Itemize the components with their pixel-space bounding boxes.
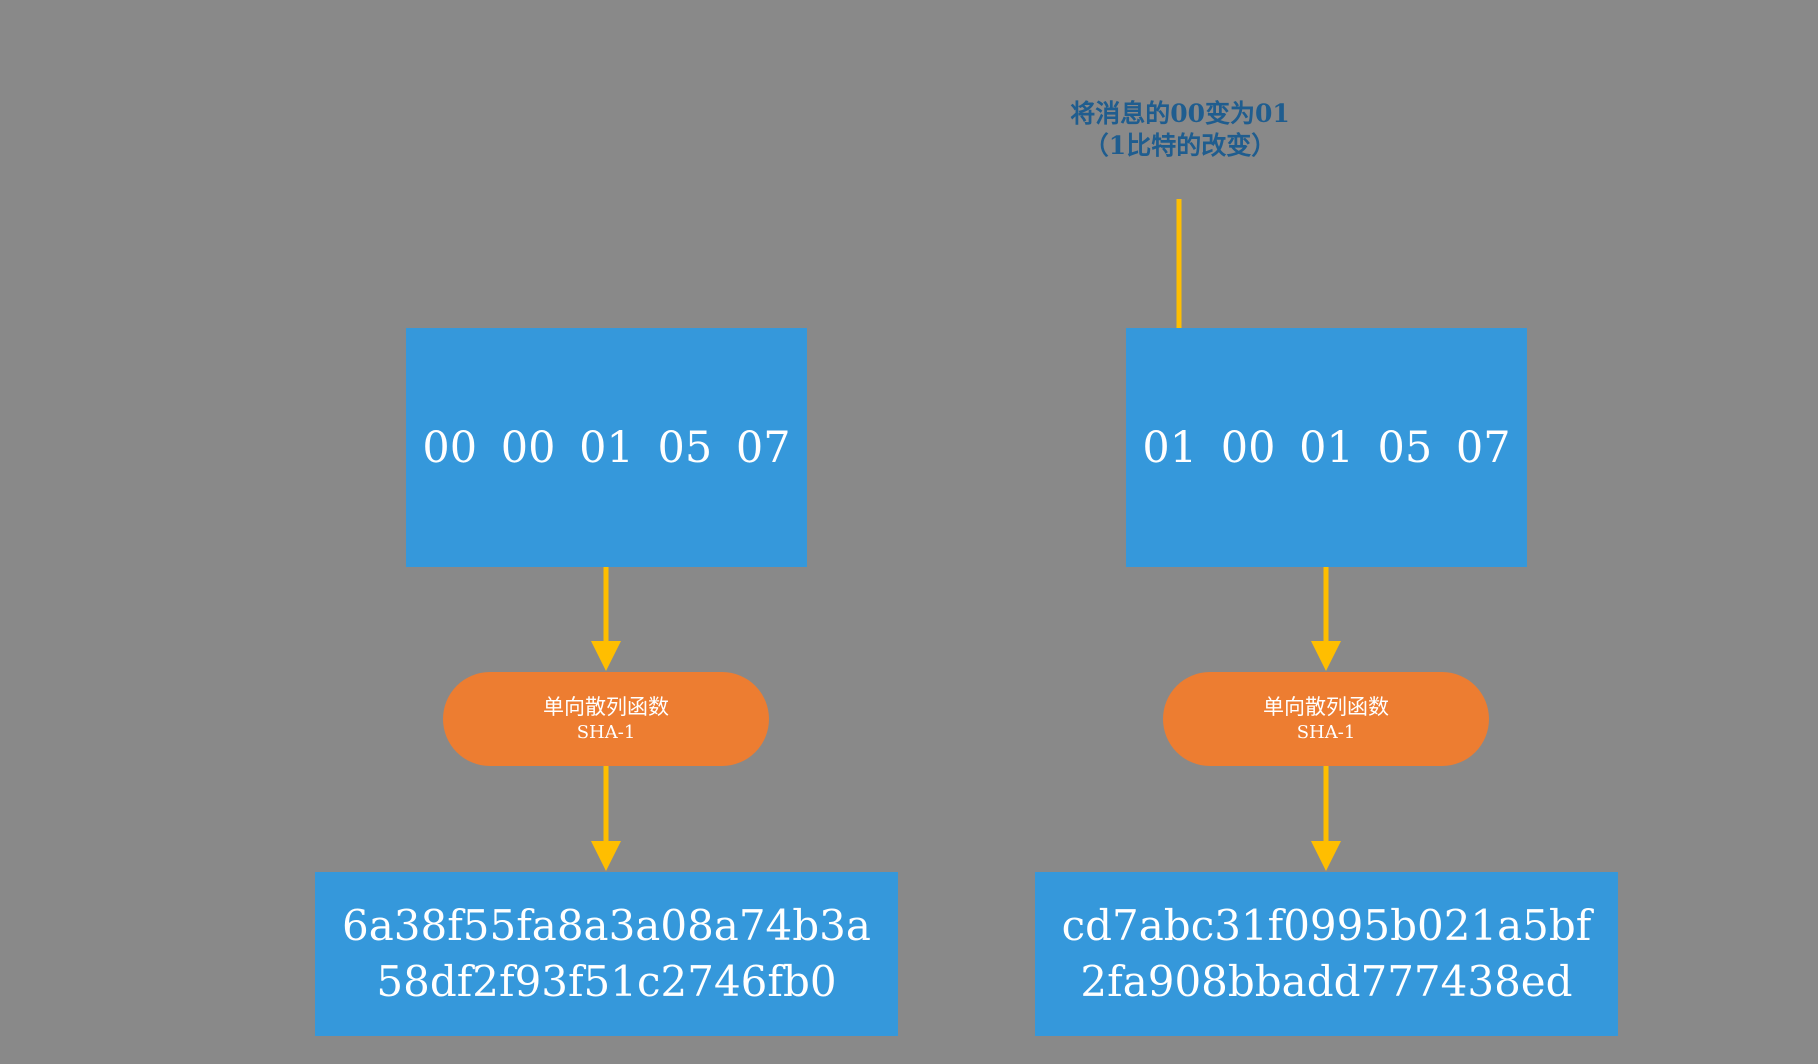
right-hash-line-1: cd7abc31f0995b021a5bf <box>1061 901 1592 950</box>
left-hash-box: 6a38f55fa8a3a08a74b3a 58df2f93f51c2746fb… <box>315 872 898 1036</box>
annotation-line-2: （1比特的改变） <box>1083 131 1277 160</box>
right-function-name: 单向散列函数 <box>1263 695 1389 719</box>
bit-change-annotation: 将消息的00变为01 （1比特的改变） <box>1040 98 1320 162</box>
right-hash-function: 单向散列函数 SHA-1 <box>1163 672 1489 766</box>
left-message-text: 00 00 01 05 07 <box>422 422 791 473</box>
left-message-box: 00 00 01 05 07 <box>406 328 807 567</box>
left-hash-line-2: 58df2f93f51c2746fb0 <box>376 957 837 1006</box>
right-function-algo: SHA-1 <box>1296 722 1356 743</box>
right-hash-line-2: 2fa908bbadd777438ed <box>1080 957 1573 1006</box>
right-message-box: 01 00 01 05 07 <box>1126 328 1527 567</box>
left-function-algo: SHA-1 <box>576 722 636 743</box>
right-message-text: 01 00 01 05 07 <box>1142 422 1511 473</box>
left-hash-line-1: 6a38f55fa8a3a08a74b3a <box>342 901 871 950</box>
left-hash-function: 单向散列函数 SHA-1 <box>443 672 769 766</box>
right-hash-box: cd7abc31f0995b021a5bf 2fa908bbadd777438e… <box>1035 872 1618 1036</box>
annotation-line-1: 将消息的00变为01 <box>1070 99 1290 128</box>
left-function-name: 单向散列函数 <box>543 695 669 719</box>
